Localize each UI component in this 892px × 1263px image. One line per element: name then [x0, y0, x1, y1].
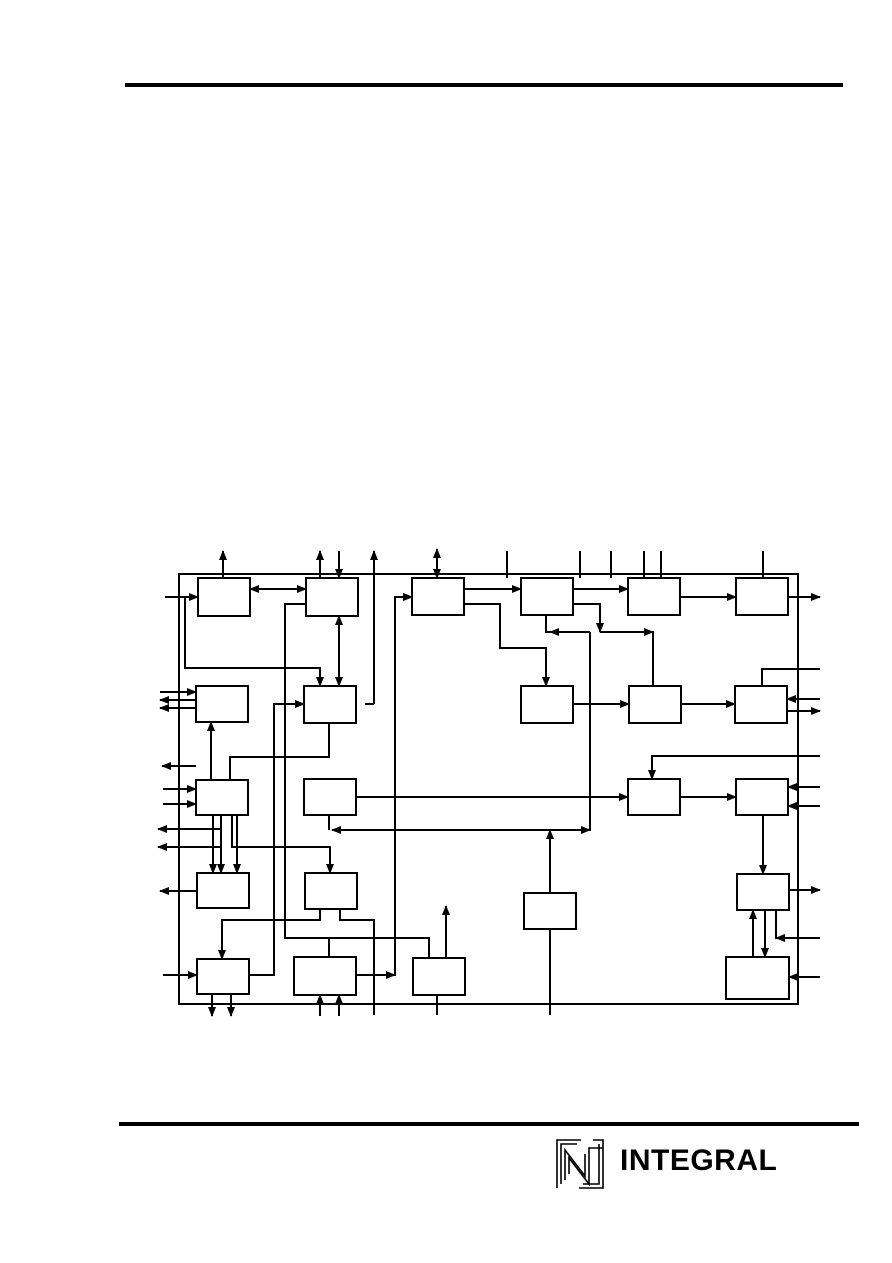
block-r1c3: [411, 577, 465, 616]
block-r4c2: [304, 872, 358, 910]
block-r1c1: [197, 577, 251, 617]
header-rule: [125, 83, 843, 87]
block-r4c4: [523, 892, 577, 930]
block-r2c4: [520, 685, 574, 724]
block-r1c4: [520, 577, 574, 616]
block-r4c6: [736, 873, 790, 911]
block-r5c1: [196, 958, 250, 995]
diagram-frame: [178, 573, 799, 1005]
block-r2c2: [303, 685, 357, 724]
block-r4c1: [196, 872, 250, 909]
block-r1c5: [627, 577, 681, 616]
block-r1c2: [305, 577, 359, 617]
block-r5c3: [412, 957, 466, 996]
block-r3c1: [195, 779, 249, 816]
block-r5c2: [293, 956, 357, 996]
footer-rule: [119, 1122, 859, 1126]
block-r5c6: [725, 956, 790, 1000]
block-r1c6: [735, 577, 789, 616]
block-r3c6: [735, 778, 789, 816]
block-r2c5: [628, 685, 682, 724]
block-r2c6: [734, 685, 788, 724]
block-r3c5: [627, 778, 681, 816]
brand-name: INTEGRAL: [620, 1144, 778, 1177]
block-r2c1: [195, 685, 249, 723]
integral-logo-icon: [556, 1139, 604, 1189]
block-r3c2: [303, 778, 357, 816]
